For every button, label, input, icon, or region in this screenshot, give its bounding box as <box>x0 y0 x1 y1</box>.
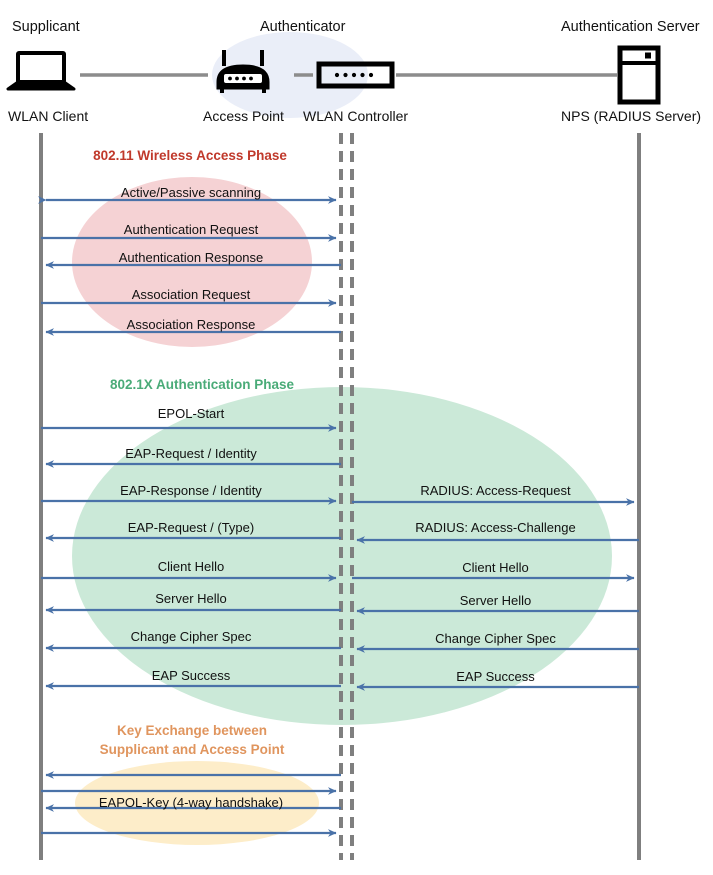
node-label-wlan-controller: WLAN Controller <box>303 108 409 124</box>
authenticator-highlight-ellipse <box>212 32 368 118</box>
message-label-left-eap-request-type: EAP-Request / (Type) <box>127 520 255 535</box>
message-label-left-eap-success: EAP Success <box>151 668 231 683</box>
laptop-icon <box>6 51 76 91</box>
phase-label-key-exchange: Key Exchange between Supplicant and Acce… <box>77 721 307 759</box>
role-title-supplicant: Supplicant <box>12 19 80 35</box>
node-label-access-point: Access Point <box>203 108 284 124</box>
message-label-right-radius-access-request: RADIUS: Access-Request <box>420 483 571 498</box>
message-arrows <box>38 196 639 837</box>
message-label-left-authentication-request: Authentication Request <box>123 222 259 237</box>
message-label-left-authentication-response: Authentication Response <box>118 250 264 265</box>
phase-label-8021x: 802.1X Authentication Phase <box>109 377 295 392</box>
phase-label-key-exchange-line2: Supplicant and Access Point <box>99 742 285 757</box>
message-label-right-change-cipher-spec: Change Cipher Spec <box>435 631 556 646</box>
message-label-left-eap-response-identity: EAP-Response / Identity <box>120 483 262 498</box>
node-label-wlan-client: WLAN Client <box>8 108 89 124</box>
message-label-right-radius-access-challenge: RADIUS: Access-Challenge <box>415 520 576 535</box>
network-switch-icon <box>316 61 395 89</box>
message-label-left-eapol-key-4-way-handshake: EAPOL-Key (4-way handshake) <box>98 795 284 810</box>
message-label-left-server-hello: Server Hello <box>155 591 227 606</box>
lifelines <box>39 133 641 860</box>
message-label-right-server-hello: Server Hello <box>459 593 532 608</box>
phase-80211-ellipse <box>72 177 312 347</box>
phase-label-key-exchange-line1: Key Exchange between <box>116 723 268 738</box>
message-label-left-epol-start: EPOL-Start <box>157 406 225 421</box>
wireless-router-icon <box>216 50 270 93</box>
message-label-left-eap-request-identity: EAP-Request / Identity <box>125 446 257 461</box>
message-label-right-client-hello: Client Hello <box>462 560 529 575</box>
role-title-authentication-server: Authentication Server <box>561 19 700 35</box>
role-title-authenticator: Authenticator <box>260 19 346 35</box>
message-label-left-association-response: Association Response <box>126 317 256 332</box>
message-label-left-active-passive-scanning: Active/Passive scanning <box>120 185 262 200</box>
message-label-right-eap-success: EAP Success <box>456 669 535 684</box>
server-rack-icon <box>617 45 661 105</box>
message-label-left-client-hello: Client Hello <box>157 559 225 574</box>
message-label-left-change-cipher-spec: Change Cipher Spec <box>130 629 252 644</box>
phase-key-exchange-ellipse <box>75 761 319 845</box>
node-label-nps: NPS (RADIUS Server) <box>561 108 702 124</box>
phase-label-80211: 802.11 Wireless Access Phase <box>93 148 287 163</box>
message-label-left-association-request: Association Request <box>131 287 251 302</box>
